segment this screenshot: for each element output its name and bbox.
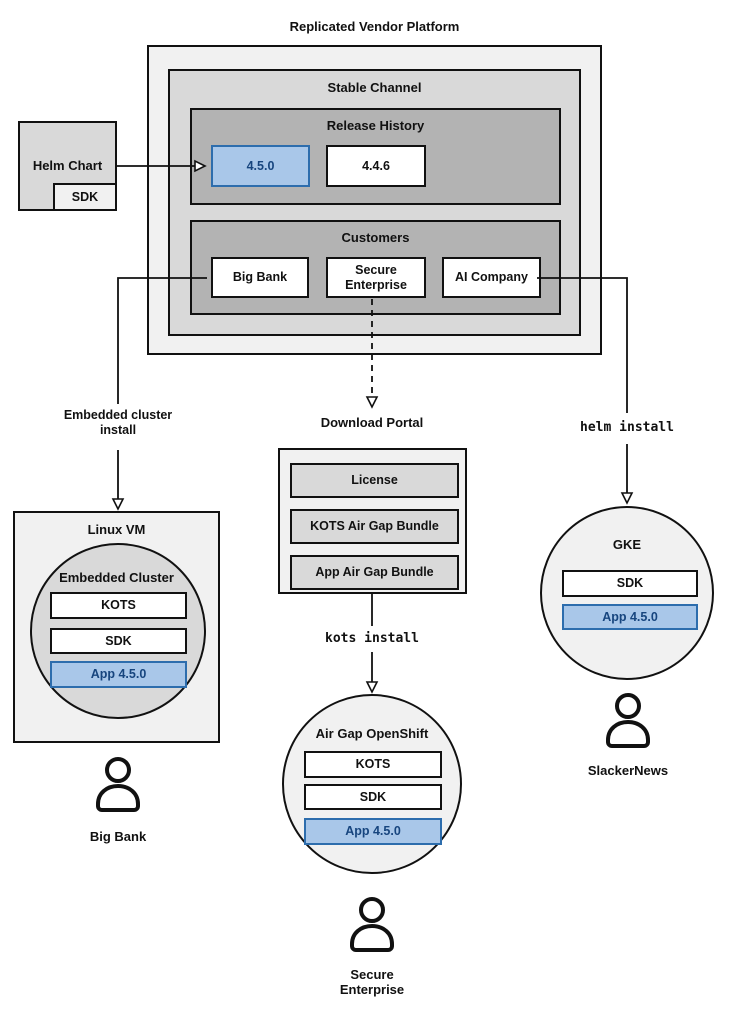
portal-item-label: App Air Gap Bundle	[315, 565, 434, 580]
secure-enterprise-user	[344, 896, 400, 956]
gke-circle: GKE SDK App 4.5.0	[540, 506, 714, 680]
gke-sdk-box: SDK	[562, 570, 698, 597]
arrowhead-down-icon	[620, 492, 634, 505]
embedded-install-label: Embedded cluster install	[63, 408, 173, 437]
slackernews-user-label: SlackerNews	[587, 763, 669, 778]
release-item-current: 4.5.0	[211, 145, 310, 187]
helm-chart-box: Helm Chart SDK	[18, 121, 117, 211]
helm-chart-label: Helm Chart	[32, 158, 103, 173]
kots-install-label: kots install	[325, 631, 419, 646]
app-version-label: App 4.5.0	[602, 609, 658, 624]
release-history-box: Release History 4.5.0 4.4.6	[190, 108, 561, 205]
linux-vm-sdk-box: SDK	[50, 628, 187, 654]
portal-item-kots-bundle: KOTS Air Gap Bundle	[290, 509, 459, 544]
kots-label: KOTS	[101, 598, 136, 613]
customer-secure-enterprise: Secure Enterprise	[326, 257, 426, 298]
customer-ai-company: AI Company	[442, 257, 541, 298]
diagram-title: Replicated Vendor Platform	[289, 19, 460, 34]
customers-label: Customers	[341, 230, 410, 245]
portal-item-app-bundle: App Air Gap Bundle	[290, 555, 459, 590]
airgap-openshift-label: Air Gap OpenShift	[315, 726, 429, 741]
arrowhead-down-icon	[365, 681, 379, 694]
stable-channel-label: Stable Channel	[327, 80, 422, 95]
download-portal-box: License KOTS Air Gap Bundle App Air Gap …	[278, 448, 467, 594]
openshift-app-box: App 4.5.0	[304, 818, 442, 845]
person-icon	[350, 897, 394, 952]
sdk-label: SDK	[71, 189, 99, 204]
download-portal-label: Download Portal	[320, 415, 424, 430]
customer-label: Secure Enterprise	[345, 263, 407, 292]
release-item-previous: 4.4.6	[326, 145, 426, 187]
linux-vm-box: Linux VM Embedded Cluster KOTS SDK App 4…	[13, 511, 220, 743]
helm-chart-sdk-box: SDK	[53, 183, 117, 211]
customers-box: Customers Big Bank Secure Enterprise AI …	[190, 220, 561, 315]
person-icon	[606, 693, 650, 748]
release-history-label: Release History	[326, 118, 425, 133]
portal-item-label: License	[351, 473, 398, 488]
sdk-label: SDK	[105, 633, 132, 648]
arrowhead-down-icon	[365, 396, 379, 409]
embedded-cluster-label: Embedded Cluster	[59, 570, 174, 585]
airgap-openshift-circle: Air Gap OpenShift KOTS SDK App 4.5.0	[282, 694, 462, 874]
big-bank-user-label: Big Bank	[89, 829, 147, 844]
gke-app-box: App 4.5.0	[562, 604, 698, 630]
sdk-label: SDK	[359, 789, 387, 804]
linux-vm-app-box: App 4.5.0	[50, 661, 187, 688]
app-version-label: App 4.5.0	[345, 824, 401, 839]
sdk-label: SDK	[616, 576, 644, 591]
app-version-label: App 4.5.0	[90, 667, 147, 682]
linux-vm-kots-box: KOTS	[50, 592, 187, 619]
secure-enterprise-user-label: Secure Enterprise	[339, 967, 405, 997]
portal-item-label: KOTS Air Gap Bundle	[310, 519, 439, 534]
customer-big-bank: Big Bank	[211, 257, 309, 298]
kots-label: KOTS	[355, 757, 391, 772]
arrowhead-down-icon	[111, 498, 125, 511]
stable-channel-box: Stable Channel Release History 4.5.0 4.4…	[168, 69, 581, 336]
vendor-platform-box: Stable Channel Release History 4.5.0 4.4…	[147, 45, 602, 355]
openshift-sdk-box: SDK	[304, 784, 442, 810]
openshift-kots-box: KOTS	[304, 751, 442, 778]
portal-item-license: License	[290, 463, 459, 498]
helm-install-label: helm install	[580, 420, 674, 435]
release-version-label: 4.4.6	[362, 158, 390, 173]
big-bank-user	[90, 756, 146, 816]
slackernews-user	[600, 692, 656, 752]
person-icon	[96, 757, 140, 812]
release-version-label: 4.5.0	[246, 158, 275, 173]
customer-label: AI Company	[455, 270, 528, 285]
linux-vm-label: Linux VM	[87, 522, 146, 537]
customer-label: Big Bank	[232, 270, 288, 285]
gke-label: GKE	[612, 537, 642, 552]
